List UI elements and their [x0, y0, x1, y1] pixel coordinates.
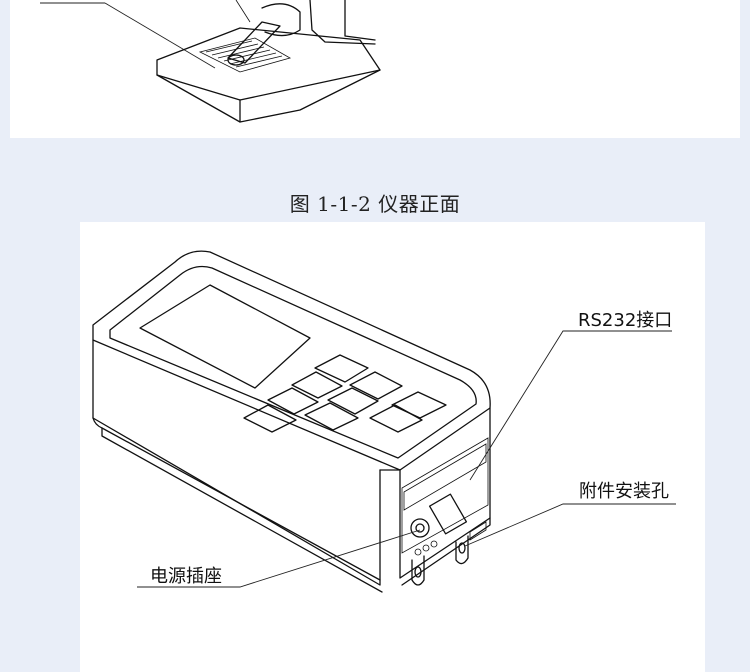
- figure-panel-top: [10, 0, 740, 138]
- callout-rs232-port: RS232接口: [578, 310, 673, 331]
- instrument-drawing: [92, 250, 491, 593]
- sensor-base-drawing: [40, 0, 381, 123]
- leader-lines: [137, 330, 676, 588]
- figure-caption: 图 1-1-2 仪器正面: [289, 192, 461, 216]
- callout-accessory-hole: 附件安装孔: [579, 481, 669, 502]
- figure-panel-bottom: [80, 222, 705, 672]
- callout-power-socket: 电源插座: [150, 566, 222, 587]
